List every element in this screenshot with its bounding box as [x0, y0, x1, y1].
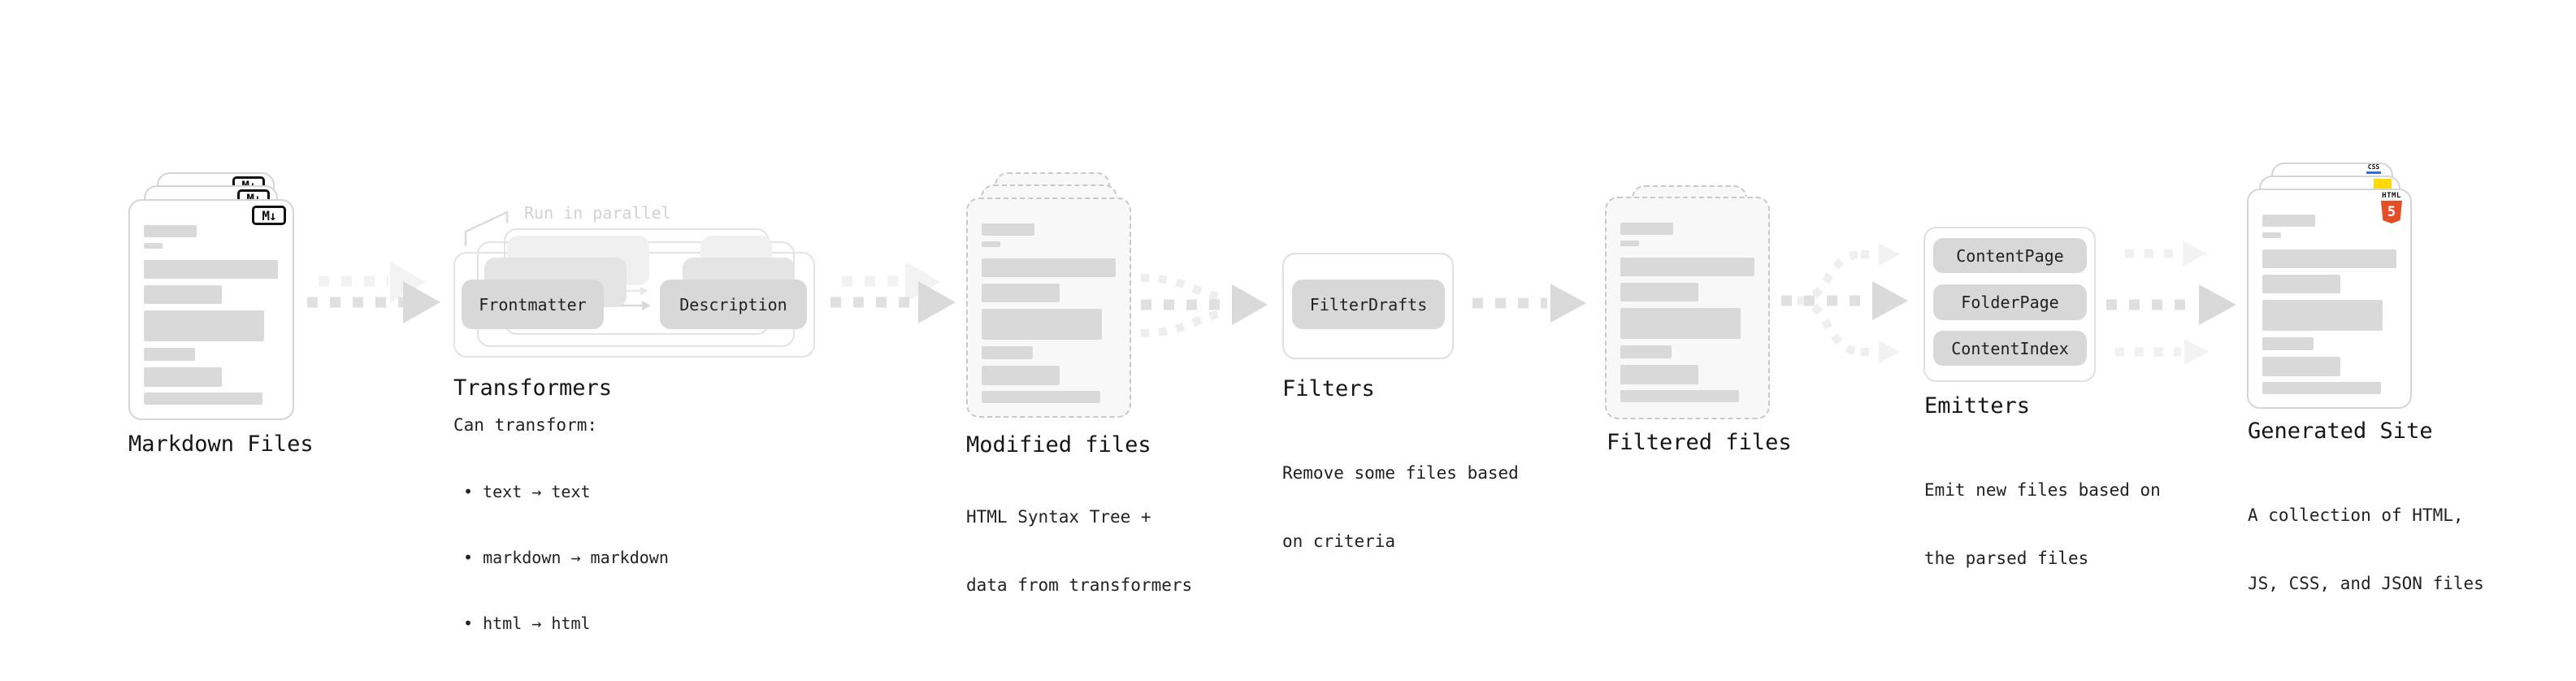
stage-label: Filters — [1282, 376, 1375, 401]
arrow-filtered-to-emitters — [1781, 243, 1908, 363]
stage-label: Transformers — [453, 375, 613, 401]
placeholder-bar — [144, 225, 197, 237]
placeholder-bar — [982, 241, 1000, 247]
chip-filterdrafts: FilterDrafts — [1292, 280, 1445, 329]
chip-description: Description — [660, 280, 807, 329]
description-line: JS, CSS, and JSON files — [2248, 574, 2484, 593]
description-line: Emit new files based on — [1924, 480, 2161, 500]
description-line: HTML Syntax Tree + — [966, 507, 1151, 527]
placeholder-bar — [982, 223, 1034, 236]
description-line: A collection of HTML, — [2248, 505, 2464, 525]
placeholder-bar — [1620, 390, 1739, 402]
placeholder-text-lines — [130, 201, 293, 419]
css-icon: CSS — [2366, 164, 2381, 174]
stage-description: A collection of HTML, JS, CSS, and JSON … — [2248, 458, 2484, 640]
placeholder-bar — [144, 260, 278, 279]
placeholder-bar — [1620, 308, 1741, 339]
stage-label: Markdown Files — [128, 432, 314, 457]
stage-label: Modified files — [966, 432, 1151, 458]
placeholder-bar — [1620, 345, 1672, 358]
description-line: the parsed files — [1924, 549, 2089, 568]
placeholder-bar — [2262, 300, 2383, 331]
placeholder-bar — [982, 366, 1060, 385]
html5-icon-word: HTML — [2382, 192, 2401, 200]
placeholder-text-lines — [2249, 190, 2410, 407]
arrow-modified-to-filters — [1140, 274, 1268, 337]
stage-description: Emit new files based on the parsed files — [1924, 433, 2161, 615]
placeholder-bar — [1620, 365, 1698, 384]
arrow-markdown-to-transformers — [307, 262, 440, 323]
placeholder-bar — [982, 258, 1116, 277]
placeholder-text-lines — [968, 199, 1130, 416]
placeholder-bar — [2262, 215, 2315, 227]
placeholder-bar — [144, 310, 264, 341]
chip-contentindex: ContentIndex — [1933, 331, 2087, 366]
placeholder-bar — [144, 393, 262, 405]
placeholder-bar — [1620, 241, 1639, 246]
placeholder-bar — [144, 367, 222, 387]
placeholder-bar — [2262, 357, 2340, 376]
description-line: Remove some files based — [1282, 463, 1519, 483]
placeholder-bar — [144, 348, 195, 361]
placeholder-bar — [982, 346, 1033, 359]
file-card-front — [2247, 189, 2412, 409]
stage-label: Generated Site — [2248, 419, 2433, 444]
placeholder-bar — [2262, 337, 2314, 350]
placeholder-bar — [982, 309, 1102, 340]
placeholder-bar — [144, 285, 222, 304]
placeholder-bar — [982, 284, 1060, 302]
bullet-item: • text → text — [463, 482, 591, 501]
stage-label: Filtered files — [1607, 430, 1792, 455]
stage-description: Remove some files based on criteria — [1282, 416, 1519, 598]
chip-contentpage: ContentPage — [1933, 238, 2087, 273]
markdown-icon: M↓ — [252, 206, 286, 225]
file-card-front — [128, 199, 294, 420]
html5-icon: HTML 5 — [2379, 193, 2404, 223]
placeholder-bar — [2262, 232, 2281, 238]
description-line: data from transformers — [966, 575, 1193, 595]
stage-label: Emitters — [1924, 393, 2031, 419]
placeholder-bar — [1620, 223, 1673, 235]
chip-frontmatter: Frontmatter — [462, 280, 604, 329]
placeholder-bar — [982, 391, 1100, 403]
dashed-card-front — [1605, 197, 1770, 419]
bullet-item: • markdown → markdown — [463, 548, 669, 567]
description-line: on criteria — [1282, 531, 1396, 551]
placeholder-bar — [2262, 275, 2340, 293]
placeholder-text-lines — [1607, 198, 1768, 418]
placeholder-bar — [1620, 258, 1754, 276]
arrow-emitters-to-generated — [2106, 241, 2236, 365]
placeholder-bar — [2262, 382, 2381, 394]
transform-bullet-list: • text → text • markdown → markdown • ht… — [463, 437, 669, 679]
bullet-item: • html → html — [463, 614, 591, 633]
chip-folderpage: FolderPage — [1933, 284, 2087, 320]
javascript-icon — [2374, 179, 2392, 189]
dashed-card-front — [966, 197, 1131, 418]
arrow-transformers-to-modified — [830, 262, 956, 323]
placeholder-bar — [1620, 283, 1698, 301]
run-in-parallel-callout: Run in parallel — [524, 203, 671, 223]
placeholder-bar — [2262, 249, 2396, 268]
stage-description-title: Can transform: — [453, 415, 598, 435]
html5-icon-shield: 5 — [2381, 201, 2402, 223]
placeholder-bar — [144, 243, 163, 249]
stage-description: HTML Syntax Tree + data from transformer… — [966, 460, 1192, 642]
arrow-filters-to-filtered — [1472, 284, 1586, 323]
